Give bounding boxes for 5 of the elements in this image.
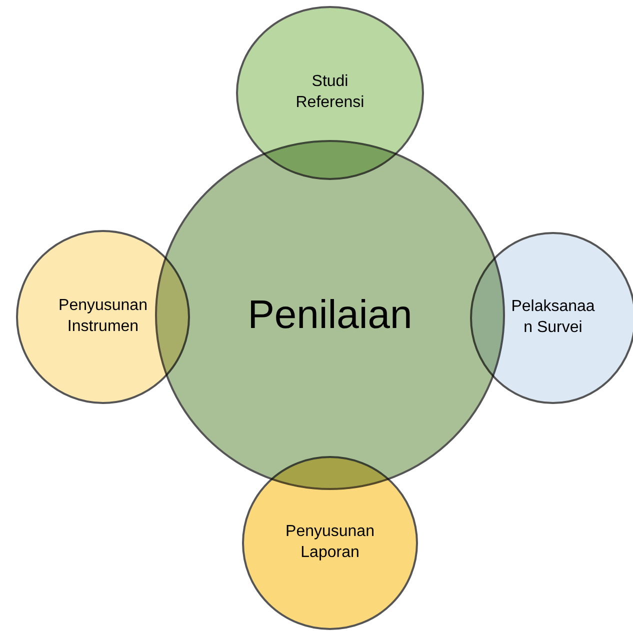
node-label: Penyusunan Laporan — [284, 522, 376, 563]
node-label: Studi Referensi — [294, 72, 366, 113]
node-label: Penyusunan Instrumen — [58, 296, 148, 337]
node-label: Pelaksanaa n Survei — [510, 297, 596, 338]
node-label: Penilaian — [246, 292, 414, 339]
